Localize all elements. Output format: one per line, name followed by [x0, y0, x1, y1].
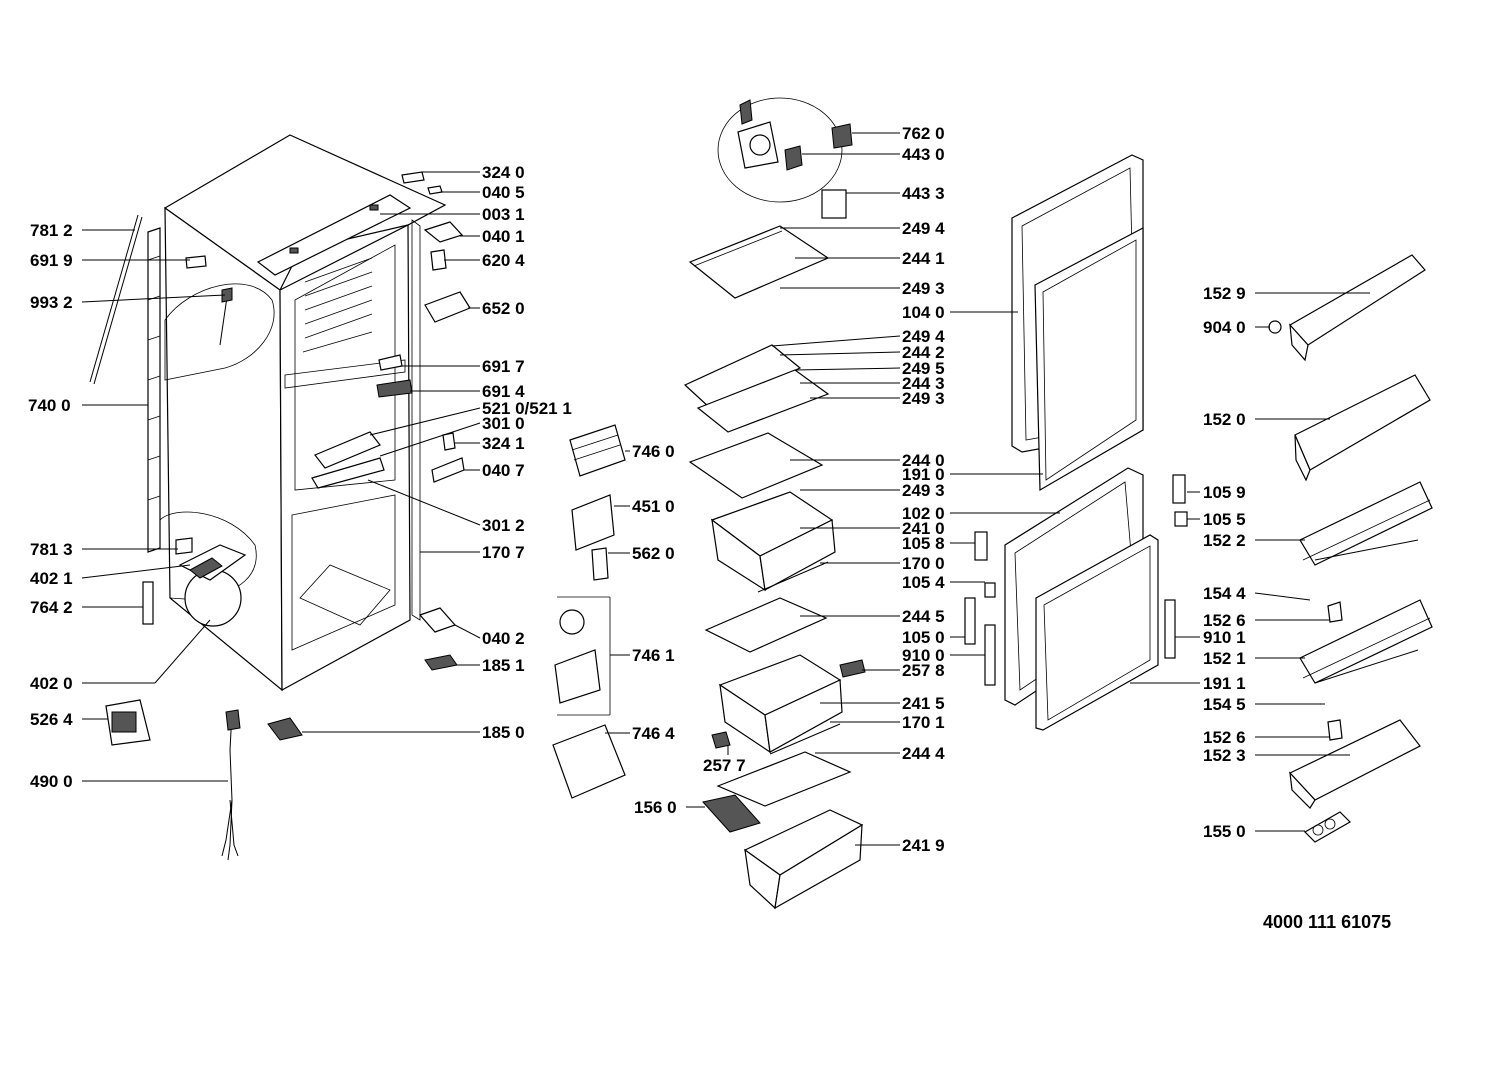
part-label: 910 0: [902, 646, 945, 665]
part-label: 562 0: [632, 544, 675, 563]
part-label: 244 5: [902, 607, 945, 626]
part-label: 105 9: [1203, 483, 1246, 502]
part-label: 740 0: [28, 396, 71, 415]
part-label: 764 2: [30, 598, 73, 617]
part-label: 257 8: [902, 661, 945, 680]
part-label: 156 0: [634, 798, 677, 817]
part-label: 105 0: [902, 628, 945, 647]
part-label: 324 0: [482, 163, 525, 182]
part-label: 152 9: [1203, 284, 1246, 303]
part-label: 691 9: [30, 251, 73, 270]
part-label: 490 0: [30, 772, 73, 791]
part-label: 301 2: [482, 516, 525, 535]
part-label: 249 4: [902, 219, 945, 238]
cabinet-parts: [89, 171, 471, 861]
part-label: 152 1: [1203, 649, 1246, 668]
part-label: 620 4: [482, 251, 525, 270]
part-label: 762 0: [902, 124, 945, 143]
leader-lines: [81, 132, 1370, 846]
part-label: 691 7: [482, 357, 525, 376]
part-label: 781 2: [30, 221, 73, 240]
part-label: 526 4: [30, 710, 73, 729]
evaporator-parts: [552, 424, 866, 833]
part-label: 993 2: [30, 293, 73, 312]
part-label: 301 0: [482, 414, 525, 433]
freezer-door: [1011, 154, 1144, 492]
part-label: 443 0: [902, 145, 945, 164]
part-label: 154 4: [1203, 584, 1246, 603]
part-label: 241 5: [902, 694, 945, 713]
part-label: 040 5: [482, 183, 525, 202]
part-label: 249 3: [902, 279, 945, 298]
part-label: 324 1: [482, 434, 525, 453]
part-label: 105 4: [902, 573, 945, 592]
part-label: 152 6: [1203, 728, 1246, 747]
part-label: 244 3: [902, 374, 945, 393]
part-label: 244 2: [902, 343, 945, 362]
part-label: 152 3: [1203, 746, 1246, 765]
part-label: 244 1: [902, 249, 945, 268]
part-label: 154 5: [1203, 695, 1246, 714]
part-label: 155 0: [1203, 822, 1246, 841]
part-label: 102 0: [902, 504, 945, 523]
part-label: 249 3: [902, 481, 945, 500]
part-label: 691 4: [482, 382, 525, 401]
part-label: 249 4: [902, 327, 945, 346]
part-label: 746 1: [632, 646, 675, 665]
part-label: 040 1: [482, 227, 525, 246]
part-label: 185 1: [482, 656, 525, 675]
part-label: 152 0: [1203, 410, 1246, 429]
part-label: 244 4: [902, 744, 945, 763]
part-label: 003 1: [482, 205, 525, 224]
part-label: 257 7: [703, 756, 746, 775]
part-label: 451 0: [632, 497, 675, 516]
document-number: 4000 111 61075: [1263, 912, 1391, 932]
part-label: 402 0: [30, 674, 73, 693]
part-label: 402 1: [30, 569, 73, 588]
part-label: 241 9: [902, 836, 945, 855]
part-label: 746 0: [632, 442, 675, 461]
part-label: 191 1: [1203, 674, 1246, 693]
door-bins: [1268, 254, 1433, 843]
part-label: 185 0: [482, 723, 525, 742]
glass-shelves: [683, 225, 852, 807]
part-label: 910 1: [1203, 628, 1246, 647]
part-label: 170 1: [902, 713, 945, 732]
part-label: 152 2: [1203, 531, 1246, 550]
part-label: 040 2: [482, 629, 525, 648]
part-label: 652 0: [482, 299, 525, 318]
part-label: 746 4: [632, 724, 675, 743]
part-label: 904 0: [1203, 318, 1246, 337]
part-labels: 781 2 691 9 993 2 740 0 781 3 402 1 764 …: [28, 124, 1391, 932]
part-label: 152 6: [1203, 611, 1246, 630]
part-label: 249 5: [902, 359, 945, 378]
fan-assembly: [717, 97, 853, 219]
part-label: 104 0: [902, 303, 945, 322]
drawers: [710, 491, 864, 910]
fridge-door: [964, 467, 1188, 731]
part-label: 443 3: [902, 184, 945, 203]
part-label: 105 8: [902, 534, 945, 553]
part-label: 244 0: [902, 451, 945, 470]
part-label: 241 0: [902, 519, 945, 538]
part-label: 105 5: [1203, 510, 1246, 529]
part-label: 170 0: [902, 554, 945, 573]
part-label: 040 7: [482, 461, 525, 480]
part-label: 170 7: [482, 543, 525, 562]
part-label: 191 0: [902, 465, 945, 484]
part-label: 249 3: [902, 389, 945, 408]
part-label: 781 3: [30, 540, 73, 559]
part-label: 521 0/521 1: [482, 399, 572, 418]
